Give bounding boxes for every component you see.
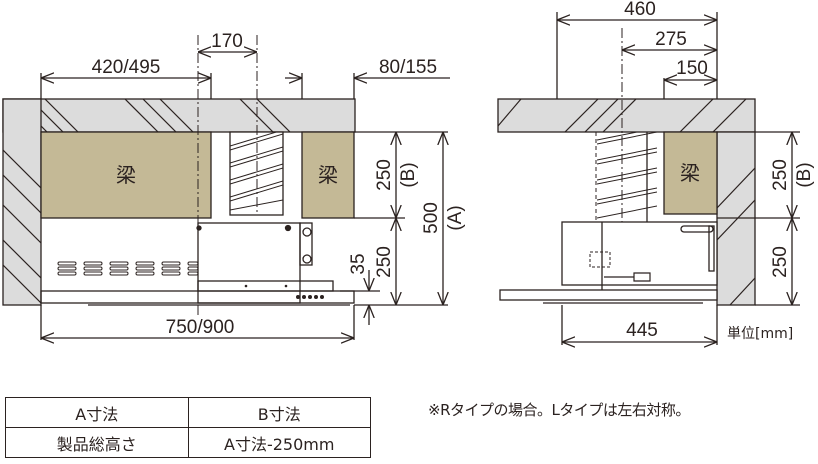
mount-bracket: [299, 222, 313, 266]
dim-side-beam-width: 150: [676, 58, 708, 79]
ceiling-slab: [2, 98, 356, 133]
cell-a-value: 製品総高さ: [5, 427, 189, 458]
side-view-labels: 梁 460 275 150 445 250 (B) 250 単位[mm]: [624, 0, 815, 342]
dim-beam-height-tag: (B): [398, 162, 419, 187]
beam-label-left: 梁: [116, 163, 136, 187]
dim-hood-depth: 445: [626, 320, 658, 341]
side-hood-panel: [499, 289, 718, 301]
side-beam: [663, 131, 718, 215]
unit-label: 単位[mm]: [727, 326, 793, 342]
header-b-dimension: B寸法: [187, 397, 371, 428]
cell-b-value: A寸法-250mm: [187, 427, 371, 458]
dim-total-height: 500: [421, 202, 442, 234]
front-view-labels: 梁 梁 420/495 170 80/155 750/900 250 (B) 5…: [92, 31, 466, 338]
table-row: 製品総高さ A寸法-250mm: [5, 427, 371, 458]
front-view: [2, 35, 450, 340]
left-wall: [2, 98, 42, 306]
dim-hood-lip: 35: [348, 253, 369, 274]
dim-depth-total: 460: [624, 0, 656, 20]
dimension-drawing: 梁 梁 420/495 170 80/155 750/900 250 (B) 5…: [2, 0, 815, 380]
dim-beam-height: 250: [374, 159, 395, 191]
side-ceiling-slab: [497, 98, 756, 133]
spec-table-header: A寸法 B寸法: [5, 397, 371, 428]
dim-hood-height: 250: [374, 246, 395, 278]
dim-side-hood-height: 250: [770, 246, 791, 278]
beam-label-right: 梁: [318, 163, 338, 187]
side-view: [497, 12, 800, 345]
dim-right-beam-width: 80/155: [379, 57, 437, 78]
dim-left-beam-width: 420/495: [92, 57, 161, 78]
dim-side-beam-height-tag: (B): [794, 162, 815, 187]
dim-total-height-tag: (A): [445, 205, 466, 230]
dim-side-beam-height: 250: [770, 159, 791, 191]
spec-table: A寸法 B寸法 製品総高さ A寸法-250mm: [5, 397, 371, 458]
symmetry-note: ※Rタイプの場合。Lタイプは左右対称。: [428, 401, 690, 419]
vent-slots: [57, 261, 199, 276]
side-beam-label: 梁: [680, 161, 700, 185]
dim-side-duct-offset: 275: [655, 29, 687, 50]
dim-hood-width: 750/900: [166, 317, 235, 338]
beam-right: [301, 131, 355, 219]
header-a-dimension: A寸法: [5, 397, 189, 428]
dim-duct-offset: 170: [211, 31, 243, 52]
beam-left: [40, 131, 212, 219]
